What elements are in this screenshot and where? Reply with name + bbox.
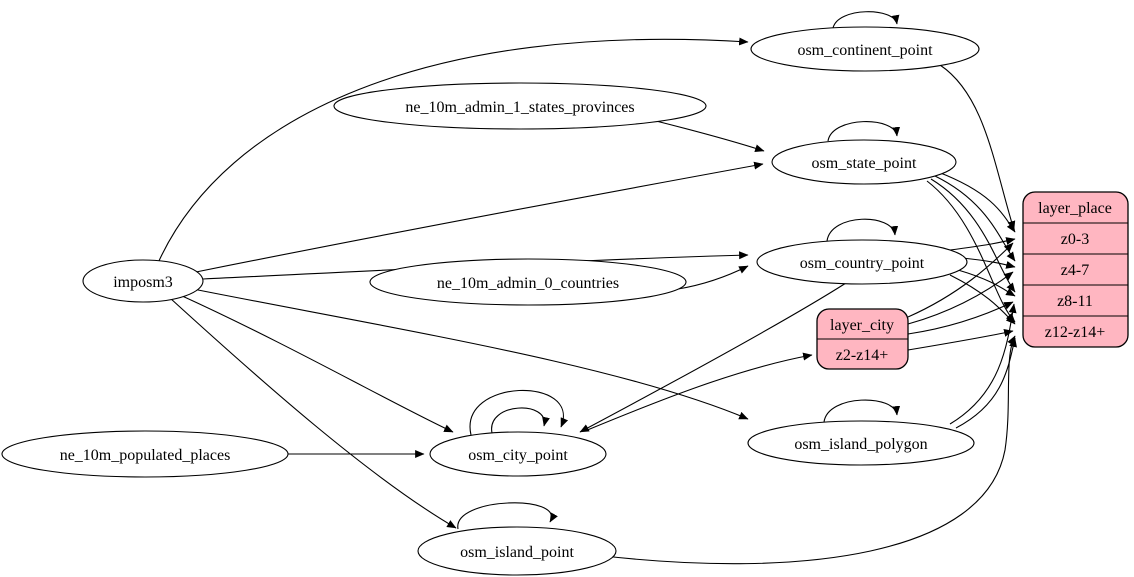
self-loop-osm_island_point bbox=[457, 502, 558, 530]
edge-imposm3-osm_island_polygon bbox=[192, 288, 749, 420]
layer-node-layer_place: layer_place z0-3 z4-7 z8-11 z12-z14+ bbox=[1022, 191, 1129, 348]
node-label: ne_10m_admin_1_states_provinces bbox=[405, 99, 634, 116]
self-loop-osm_country_point bbox=[826, 218, 899, 242]
self-loop-inner-osm_city_point bbox=[491, 407, 550, 434]
node-osm_continent_point: osm_continent_point bbox=[750, 26, 980, 72]
layer-row-z4-7: z4-7 bbox=[1061, 262, 1089, 279]
node-ellipse bbox=[747, 420, 975, 466]
node-osm_city_point: osm_city_point bbox=[429, 431, 607, 477]
layer-title: layer_place bbox=[1038, 200, 1112, 217]
layer-box bbox=[1022, 191, 1129, 348]
node-osm_island_point: osm_island_point bbox=[417, 526, 617, 576]
edge-osm_country_point-osm_city_point bbox=[579, 282, 847, 433]
node-label: osm_continent_point bbox=[797, 42, 933, 59]
edges-group bbox=[157, 11, 1017, 565]
self-loop-outer-osm_city_point bbox=[469, 389, 569, 436]
node-label: osm_state_point bbox=[812, 155, 917, 172]
edge-osm_city_point-layer_city-z2-z14 bbox=[584, 352, 813, 432]
self-loop-osm_state_point bbox=[827, 121, 901, 142]
edge-osm_country_point-layer_place-z12-z14 bbox=[949, 274, 1016, 325]
layer-node-layer_city: layer_city z2-z14+ bbox=[816, 308, 909, 370]
edge-ne_10m_admin_1_states_provinces-osm_state_point bbox=[651, 119, 765, 153]
node-osm_state_point: osm_state_point bbox=[771, 139, 957, 185]
edge-osm_island_polygon-layer_place-z8-11 bbox=[949, 303, 1017, 425]
edge-osm_island_point-layer_place-z12-z14 bbox=[603, 335, 1016, 565]
node-ellipse bbox=[417, 526, 617, 576]
node-ellipse bbox=[1, 430, 289, 478]
node-label: osm_city_point bbox=[468, 447, 568, 464]
node-label: ne_10m_populated_places bbox=[60, 447, 231, 464]
node-ellipse bbox=[756, 239, 968, 285]
node-label: osm_country_point bbox=[800, 255, 925, 272]
node-imposm3: imposm3 bbox=[82, 259, 204, 303]
node-ellipse bbox=[771, 139, 957, 185]
node-label: osm_island_point bbox=[460, 544, 574, 561]
edge-ne_10m_admin_0_countries-osm_country_point bbox=[677, 265, 749, 290]
layer-row-z0-3: z0-3 bbox=[1061, 231, 1089, 248]
self-loop-osm_island_polygon bbox=[823, 399, 901, 423]
node-ellipse bbox=[369, 258, 687, 306]
edge-osm_state_point-layer_place-z8-11 bbox=[930, 178, 1016, 293]
edge-osm_country_point-layer_place-z8-11 bbox=[957, 269, 1016, 297]
node-label: osm_island_polygon bbox=[794, 436, 927, 453]
node-ne_10m_admin_0_countries: ne_10m_admin_0_countries bbox=[369, 258, 687, 306]
layer-row-z2-z14: z2-z14+ bbox=[836, 347, 889, 364]
edge-layer_city-layer_place-z12-z14 bbox=[907, 329, 1014, 351]
edge-osm_country_point-layer_place-z0-3 bbox=[949, 237, 1016, 251]
node-ne_10m_populated_places: ne_10m_populated_places bbox=[1, 430, 289, 478]
edge-layer_city-layer_place-z0-3 bbox=[907, 242, 1014, 318]
edge-imposm3-osm_continent_point bbox=[157, 37, 749, 264]
layer-row-z8-11: z8-11 bbox=[1057, 293, 1093, 310]
layer-row-z12-z14: z12-z14+ bbox=[1045, 324, 1106, 341]
node-osm_country_point: osm_country_point bbox=[756, 239, 968, 285]
edge-imposm3-osm_city_point bbox=[179, 294, 454, 433]
node-ellipse bbox=[429, 431, 607, 477]
edge-imposm3-osm_island_point bbox=[169, 297, 457, 529]
edge-osm_state_point-layer_place-z4-7 bbox=[934, 175, 1016, 262]
self-loop-osm_continent_point bbox=[832, 11, 900, 29]
node-ne_10m_admin_1_states_provinces: ne_10m_admin_1_states_provinces bbox=[333, 82, 707, 130]
layer-title: layer_city bbox=[830, 317, 894, 334]
edge-osm_state_point-layer_place-z0-3 bbox=[937, 171, 1016, 233]
node-label: imposm3 bbox=[113, 274, 173, 291]
edge-osm_state_point-layer_place-z12-z14 bbox=[926, 180, 1016, 323]
node-ellipse bbox=[750, 26, 980, 72]
edge-imposm3-osm_state_point bbox=[195, 161, 764, 273]
node-label: ne_10m_admin_0_countries bbox=[437, 275, 619, 292]
edge-layer_city-layer_place-z4-7 bbox=[907, 271, 1014, 325]
node-osm_island_polygon: osm_island_polygon bbox=[747, 420, 975, 466]
node-ellipse bbox=[82, 259, 204, 303]
node-ellipse bbox=[333, 82, 707, 130]
edge-osm_island_polygon-layer_place-z12-z14 bbox=[955, 337, 1017, 429]
edge-osm_continent_point-layer_place-z0-3 bbox=[939, 64, 1016, 231]
edge-osm_country_point-layer_place-z4-7 bbox=[961, 257, 1016, 269]
edge-layer_city-layer_place-z8-11 bbox=[907, 301, 1014, 335]
